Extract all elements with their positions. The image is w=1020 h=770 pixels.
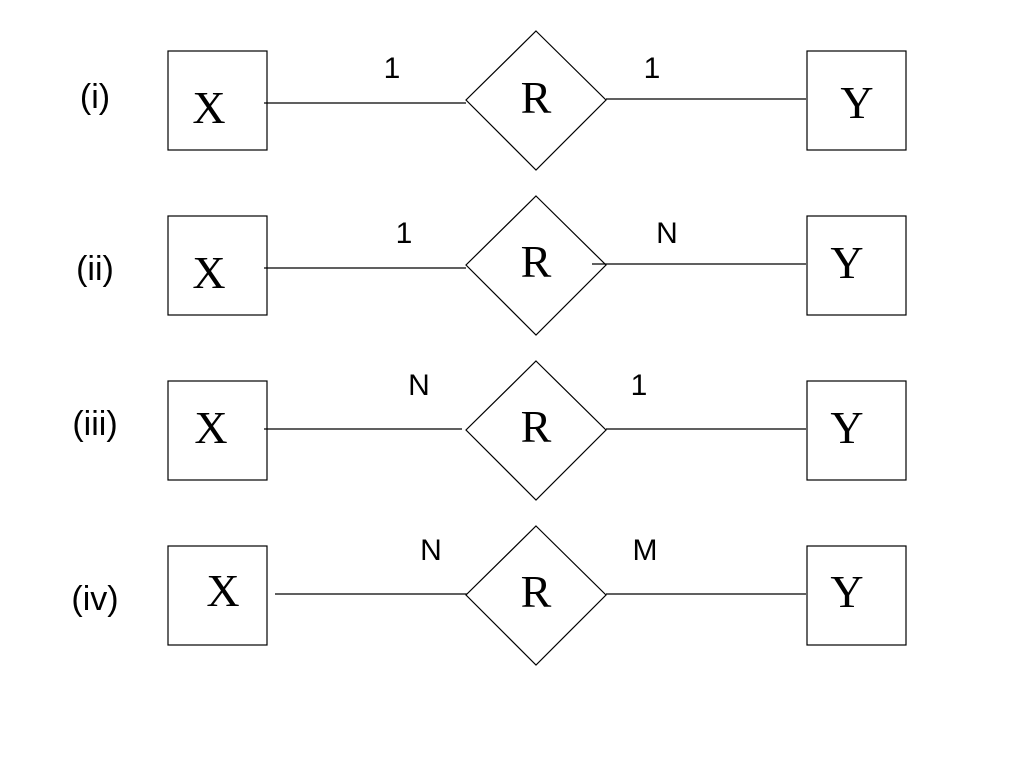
- er-row-iv: (iv) X N R M Y: [71, 525, 907, 666]
- right-cardinality: N: [656, 217, 678, 250]
- entity-box-y: [806, 50, 907, 151]
- entity-box-x: [167, 545, 268, 646]
- entity-box-y: [806, 380, 907, 481]
- row-label: (ii): [76, 250, 114, 288]
- entity-box-x: [167, 380, 268, 481]
- entity-label-x: X: [192, 247, 225, 298]
- entity-label-y: Y: [830, 566, 863, 617]
- entity-label-y: Y: [830, 237, 863, 288]
- entity-box-y: [806, 545, 907, 646]
- relationship-label: R: [521, 566, 552, 617]
- er-row-ii: (ii) X 1 R N Y: [76, 195, 907, 336]
- relationship-diamond: [465, 30, 607, 171]
- relationship-diamond: [465, 525, 607, 666]
- relationship-diamond: [465, 360, 607, 501]
- entity-label-y: Y: [840, 77, 873, 128]
- er-row-iii: (iii) X N R 1 Y: [72, 360, 907, 501]
- relationship-label: R: [521, 236, 552, 287]
- relationship-label: R: [521, 401, 552, 452]
- right-cardinality: 1: [644, 52, 661, 85]
- row-label: (iii): [72, 405, 117, 443]
- right-cardinality: 1: [631, 369, 648, 402]
- left-cardinality: N: [408, 369, 430, 402]
- entity-box-y: [806, 215, 907, 316]
- relationship-diamond: [465, 195, 607, 336]
- relationship-label: R: [521, 72, 552, 123]
- left-cardinality: N: [420, 534, 442, 567]
- entity-label-x: X: [194, 402, 227, 453]
- row-label: (i): [80, 78, 110, 116]
- entity-label-x: X: [192, 82, 225, 133]
- entity-label-y: Y: [830, 402, 863, 453]
- left-cardinality: 1: [384, 52, 401, 85]
- entity-box-x: [167, 50, 268, 151]
- right-cardinality: M: [633, 534, 658, 567]
- row-label: (iv): [71, 580, 118, 618]
- er-row-i: (i) X 1 R 1 Y: [80, 30, 907, 171]
- entity-label-x: X: [206, 565, 239, 616]
- left-cardinality: 1: [396, 217, 413, 250]
- entity-box-x: [167, 215, 268, 316]
